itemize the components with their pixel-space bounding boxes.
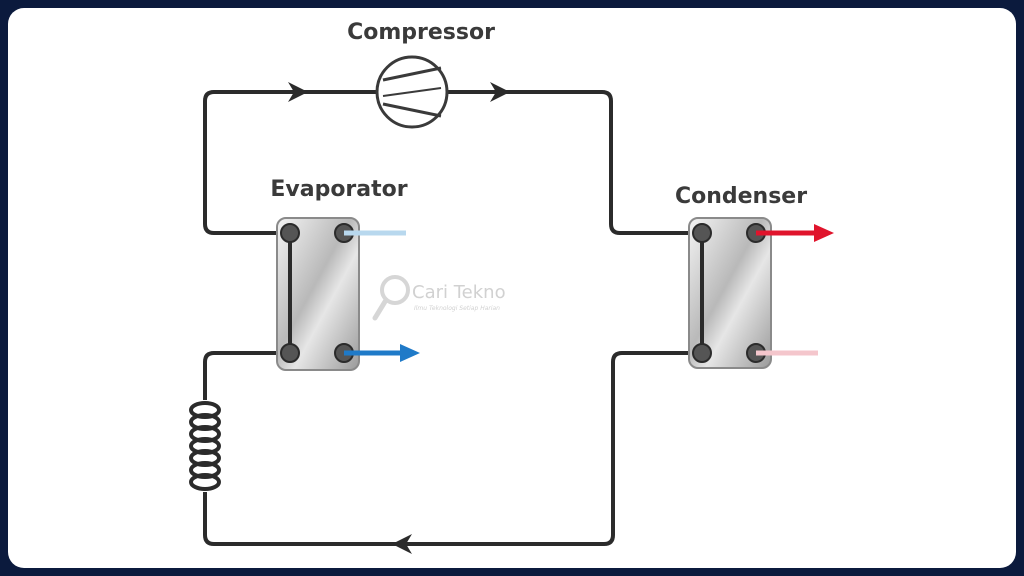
magnifier-icon	[380, 275, 410, 305]
condenser-label: Condenser	[675, 184, 807, 209]
flow-arrow-suction	[288, 82, 308, 102]
refrigerant-pipe-discharge	[447, 90, 702, 235]
flow-arrow-liquid	[392, 534, 412, 554]
compressor-label: Compressor	[347, 20, 495, 45]
refrigerant-pipe-evaporator-inlet	[203, 351, 290, 400]
watermark-brand: Cari Tekno	[412, 282, 506, 303]
condenser-heat-exchanger	[688, 217, 772, 369]
flow-arrow-discharge	[490, 82, 510, 102]
evaporator-cold-fluid	[341, 230, 420, 362]
refrigerant-pipe-top	[203, 90, 377, 235]
watermark-logo: Cari Tekno Ilmu Teknologi Setiap Harian	[372, 275, 506, 321]
refrigeration-cycle-diagram: Compressor Evaporator Condenser Cari Tek…	[189, 20, 834, 554]
hot-fluid-outlet-arrow	[814, 224, 834, 242]
diagram-frame: Compressor Evaporator Condenser Cari Tek…	[8, 8, 1016, 568]
expansion-coil	[189, 401, 221, 491]
condenser-hot-fluid	[753, 224, 834, 356]
watermark-tagline: Ilmu Teknologi Setiap Harian	[414, 305, 500, 312]
compressor-symbol	[375, 55, 449, 129]
evaporator-label: Evaporator	[270, 177, 407, 202]
refrigerant-pipe-liquid-line	[203, 351, 702, 546]
evaporator-heat-exchanger	[276, 217, 360, 371]
cold-fluid-outlet-arrow	[400, 344, 420, 362]
